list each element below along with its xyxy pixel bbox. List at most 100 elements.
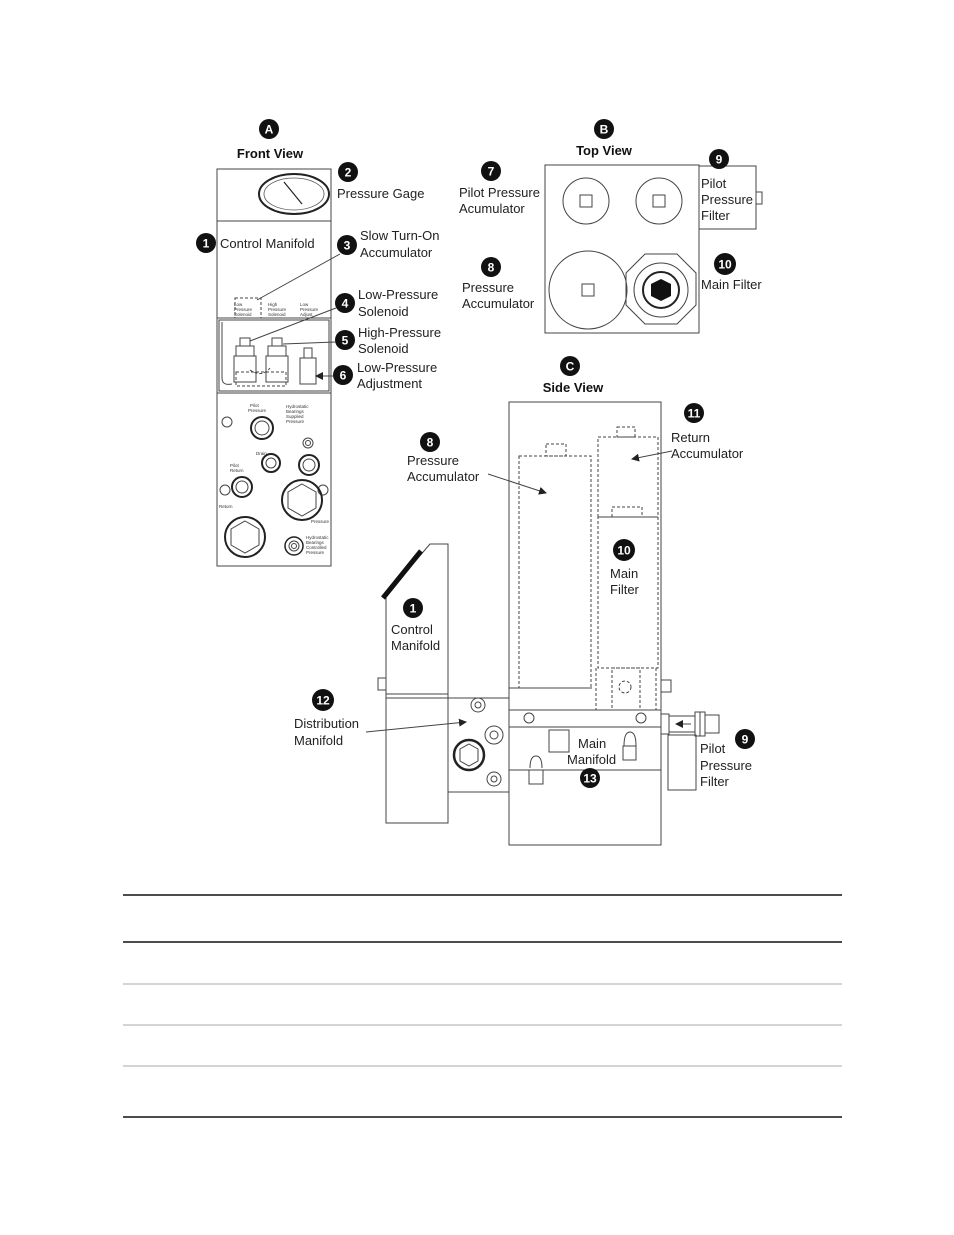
main-manifold-fitting-icon	[622, 731, 637, 761]
svg-text:High-Pressure: High-Pressure	[358, 325, 441, 340]
top-round-element-icon	[635, 177, 683, 225]
main-filter-top-icon	[625, 253, 697, 325]
svg-text:Pressure: Pressure	[701, 192, 753, 207]
svg-text:Low: Low	[234, 302, 243, 307]
top-view-body	[544, 164, 700, 334]
svg-text:Pilot: Pilot	[701, 176, 727, 191]
svg-text:Supplied: Supplied	[286, 414, 304, 419]
callout-10-side: 10 Main Filter	[610, 539, 640, 597]
callout-11: 11 Return Accumulator	[631, 403, 744, 462]
svg-text:5: 5	[342, 334, 349, 348]
svg-text:Filter: Filter	[701, 208, 731, 223]
svg-text:Pressure: Pressure	[300, 307, 319, 312]
svg-text:Solenoid: Solenoid	[234, 312, 252, 317]
svg-text:Pilot: Pilot	[250, 403, 260, 408]
svg-text:13: 13	[583, 772, 597, 786]
svg-text:Hydrostatic: Hydrostatic	[286, 404, 309, 409]
callout-13: Main Manifold 13	[567, 736, 616, 788]
top-view: B Top View 7 Pilot Pressure Acumul	[459, 119, 763, 334]
pressure-gage-icon	[258, 173, 330, 215]
svg-text:Pressure: Pressure	[234, 307, 253, 312]
svg-text:8: 8	[488, 261, 495, 275]
svg-text:Accumulator: Accumulator	[360, 245, 433, 260]
svg-text:Bearings: Bearings	[306, 540, 325, 545]
pilot-pressure-filter-side	[660, 711, 720, 791]
svg-text:Accumulator: Accumulator	[462, 296, 535, 311]
low-pressure-adjustment-icon	[299, 347, 317, 385]
svg-text:Distribution: Distribution	[294, 716, 359, 731]
svg-text:4: 4	[342, 297, 349, 311]
svg-text:Pressure: Pressure	[248, 408, 267, 413]
svg-text:Adjustment: Adjustment	[357, 376, 422, 391]
front-view-title: Front View	[237, 146, 304, 161]
callout-4: 4 Low-Pressure Solenoid	[249, 287, 438, 342]
svg-text:Pilot: Pilot	[230, 463, 240, 468]
callout-1-side: 1 Control Manifold	[391, 598, 440, 653]
callout-3: 3 Slow Turn-On Accumulator	[256, 228, 439, 301]
svg-text:Main: Main	[610, 566, 638, 581]
svg-text:1: 1	[410, 602, 417, 616]
svg-text:Low: Low	[300, 302, 309, 307]
svg-text:Pressure: Pressure	[286, 419, 305, 424]
svg-text:8: 8	[427, 436, 434, 450]
main-manifold-fitting-2-icon	[528, 755, 544, 785]
svg-text:Filter: Filter	[700, 774, 730, 789]
svg-text:Accumulator: Accumulator	[407, 469, 480, 484]
svg-text:Adjust: Adjust	[300, 312, 313, 317]
svg-text:High: High	[268, 302, 278, 307]
svg-text:11: 11	[688, 407, 701, 421]
svg-text:Main: Main	[578, 736, 606, 751]
svg-text:Pressure: Pressure	[700, 758, 752, 773]
svg-text:Pressure: Pressure	[306, 550, 325, 555]
callout-8-top: 8 Pressure Accumulator	[462, 257, 535, 311]
callout-9-side: 9 Pilot Pressure Filter	[700, 729, 755, 789]
svg-text:Return: Return	[671, 430, 710, 445]
control-manifold-side	[377, 543, 449, 699]
svg-text:6: 6	[340, 369, 347, 383]
pilot-pressure-accumulator-top-icon	[562, 177, 610, 225]
svg-text:3: 3	[344, 239, 351, 253]
svg-text:A: A	[265, 123, 274, 137]
svg-text:Hydrostatic: Hydrostatic	[306, 535, 329, 540]
view-a-badge: A	[259, 119, 279, 139]
svg-text:Manifold: Manifold	[391, 638, 440, 653]
svg-text:10: 10	[718, 258, 732, 272]
callout-8-side: 8 Pressure Accumulator	[407, 432, 547, 495]
svg-text:9: 9	[716, 153, 723, 167]
svg-text:Manifold: Manifold	[294, 733, 343, 748]
return-accumulator-side-outline	[597, 436, 659, 518]
legend-table	[123, 894, 842, 1118]
svg-text:Pilot: Pilot	[700, 741, 726, 756]
svg-text:Return: Return	[219, 504, 233, 509]
svg-text:Solenoid: Solenoid	[358, 304, 409, 319]
svg-text:Controlled: Controlled	[306, 545, 327, 550]
side-view-body	[508, 401, 662, 846]
svg-text:Pressure: Pressure	[407, 453, 459, 468]
front-ports: Pilot Pressure Hydrostatic Bearings Supp…	[219, 403, 330, 558]
top-view-title: Top View	[576, 143, 633, 158]
svg-text:Slow Turn-On: Slow Turn-On	[360, 228, 439, 243]
main-manifold-block	[548, 729, 570, 753]
callout-9-top: 9 Pilot Pressure Filter	[701, 149, 753, 223]
svg-text:C: C	[566, 360, 575, 374]
callout-12: 12 Distribution Manifold	[294, 689, 467, 748]
svg-text:Drain: Drain	[256, 451, 267, 456]
svg-text:2: 2	[345, 166, 352, 180]
slow-turn-on-accumulator-outline	[234, 297, 262, 319]
high-pressure-solenoid-icon	[265, 337, 289, 383]
svg-text:Low-Pressure: Low-Pressure	[357, 360, 437, 375]
svg-text:Solenoid: Solenoid	[268, 312, 286, 317]
pressure-accumulator-top-icon	[548, 250, 628, 330]
svg-text:Main Filter: Main Filter	[701, 277, 762, 292]
svg-text:Pressure: Pressure	[311, 519, 330, 524]
view-c-badge: C	[560, 356, 580, 376]
svg-text:12: 12	[316, 694, 330, 708]
svg-text:7: 7	[488, 165, 495, 179]
svg-text:10: 10	[617, 544, 631, 558]
front-view-body	[216, 168, 332, 567]
svg-text:Bearings: Bearings	[286, 409, 305, 414]
low-pressure-solenoid-icon	[233, 337, 257, 383]
callout-5: 5 High-Pressure Solenoid	[282, 325, 441, 356]
svg-text:9: 9	[742, 733, 749, 747]
